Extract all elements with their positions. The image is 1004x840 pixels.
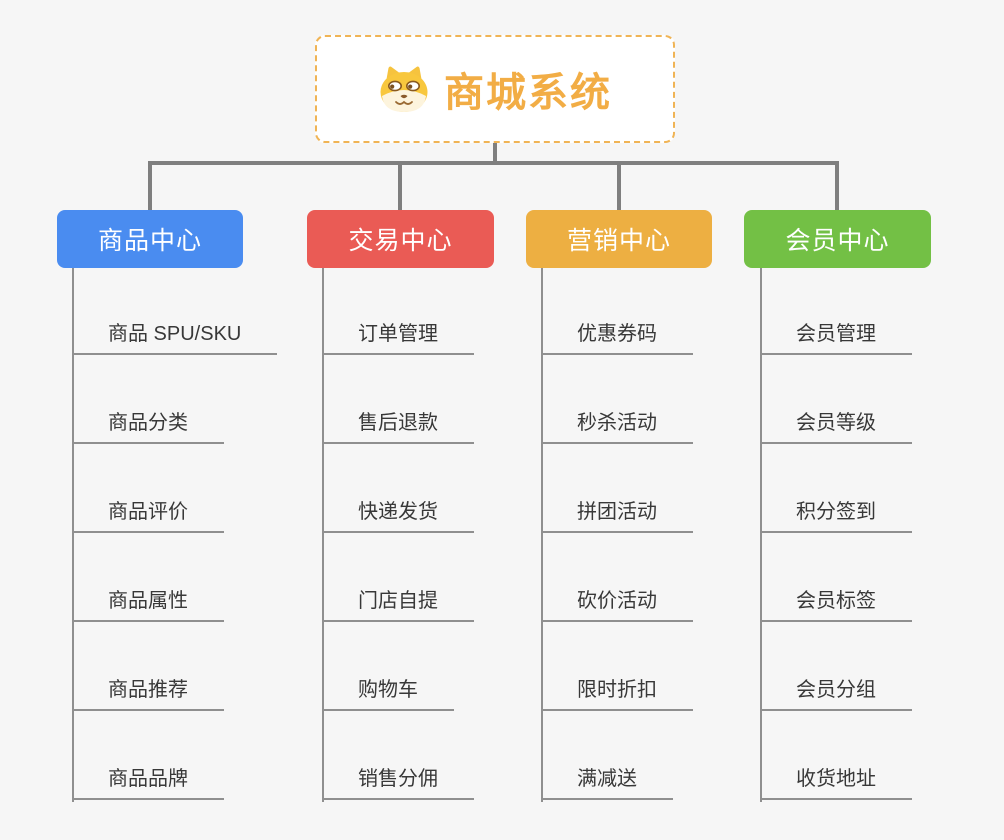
child-node[interactable]: 会员等级 xyxy=(760,406,912,444)
child-node[interactable]: 砍价活动 xyxy=(541,584,693,622)
child-node[interactable]: 收货地址 xyxy=(760,762,912,800)
child-node[interactable]: 会员管理 xyxy=(760,317,912,355)
child-node[interactable]: 拼团活动 xyxy=(541,495,693,533)
root-node[interactable]: 商城系统 xyxy=(315,35,675,143)
root-title: 商城系统 xyxy=(444,71,612,115)
child-node[interactable]: 会员分组 xyxy=(760,673,912,711)
child-node[interactable]: 购物车 xyxy=(322,673,454,711)
child-node[interactable]: 会员标签 xyxy=(760,584,912,622)
child-node[interactable]: 快递发货 xyxy=(322,495,474,533)
branch-children-trade-center: 订单管理 售后退款 快递发货 门店自提 购物车 销售分佣 xyxy=(322,266,572,800)
child-node[interactable]: 商品推荐 xyxy=(72,673,224,711)
child-node[interactable]: 售后退款 xyxy=(322,406,474,444)
child-node[interactable]: 满减送 xyxy=(541,762,673,800)
branch-node-member-center[interactable]: 会员中心 xyxy=(744,210,931,268)
child-node[interactable]: 销售分佣 xyxy=(322,762,474,800)
connector-drop-2 xyxy=(398,165,402,210)
branch-node-marketing-center[interactable]: 营销中心 xyxy=(526,210,712,268)
child-tree-line-2 xyxy=(322,268,324,802)
connector-root-stub xyxy=(493,143,497,165)
branch-children-member-center: 会员管理 会员等级 积分签到 会员标签 会员分组 收货地址 xyxy=(760,266,1004,800)
child-node[interactable]: 商品品牌 xyxy=(72,762,224,800)
connector-bus xyxy=(148,161,839,165)
child-tree-line-4 xyxy=(760,268,762,802)
branch-children-marketing-center: 优惠券码 秒杀活动 拼团活动 砍价活动 限时折扣 满减送 xyxy=(541,266,791,800)
child-node[interactable]: 商品评价 xyxy=(72,495,224,533)
child-node[interactable]: 订单管理 xyxy=(322,317,474,355)
child-node[interactable]: 商品分类 xyxy=(72,406,224,444)
dog-face-icon xyxy=(378,65,430,113)
child-tree-line-3 xyxy=(541,268,543,802)
child-tree-line-1 xyxy=(72,268,74,802)
child-node[interactable]: 积分签到 xyxy=(760,495,912,533)
branch-children-product-center: 商品 SPU/SKU 商品分类 商品评价 商品属性 商品推荐 商品品牌 xyxy=(72,266,322,800)
connector-drop-1 xyxy=(148,165,152,210)
child-node[interactable]: 秒杀活动 xyxy=(541,406,693,444)
branch-node-trade-center[interactable]: 交易中心 xyxy=(307,210,494,268)
child-node[interactable]: 门店自提 xyxy=(322,584,474,622)
child-node[interactable]: 商品 SPU/SKU xyxy=(72,317,278,355)
child-node[interactable]: 优惠券码 xyxy=(541,317,693,355)
connector-drop-4 xyxy=(835,165,839,210)
branch-node-product-center[interactable]: 商品中心 xyxy=(57,210,243,268)
child-node[interactable]: 限时折扣 xyxy=(541,673,693,711)
child-node[interactable]: 商品属性 xyxy=(72,584,224,622)
connector-drop-3 xyxy=(617,165,621,210)
